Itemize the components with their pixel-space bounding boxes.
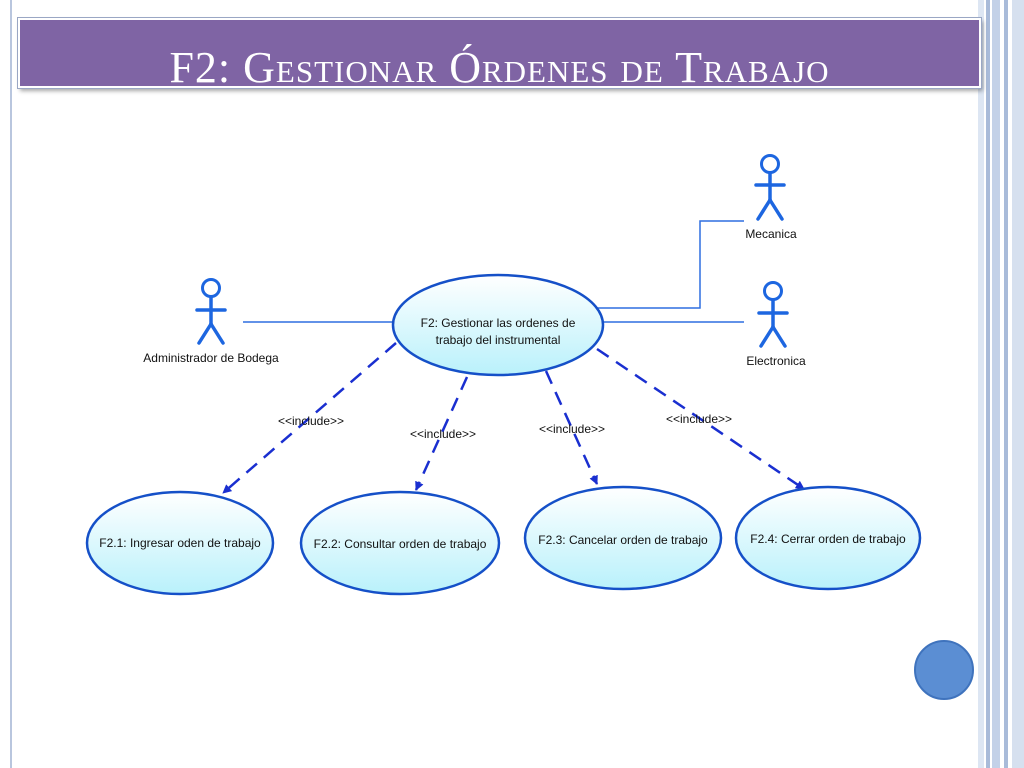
use-case-f21 (85, 490, 275, 596)
right-border-band-outer (1004, 0, 1008, 768)
right-border-band-mid (986, 0, 990, 768)
title-bar: F2: Gestionar Órdenes de Trabajo (18, 18, 981, 92)
use-case-f23 (523, 485, 723, 591)
actor-administrador-icon (195, 278, 227, 345)
include-label-f21: <<include>> (278, 414, 344, 428)
actor-electronica-label: Electronica (746, 354, 806, 368)
right-border-band-light (978, 0, 984, 768)
use-case-f24-label: F2.4: Cerrar orden de trabajo (750, 532, 906, 546)
actor-administrador-label: Administrador de Bodega (143, 351, 279, 365)
use-case-f21-label: F2.1: Ingresar oden de trabajo (99, 536, 261, 550)
actor-electronica-icon (757, 281, 789, 348)
decorative-circle (914, 640, 974, 700)
include-label-f24: <<include>> (666, 412, 732, 426)
include-arrow-f23 (544, 370, 599, 485)
use-case-main (391, 273, 605, 377)
include-arrow-f24 (596, 347, 805, 491)
left-border-line (10, 0, 12, 768)
association-line-mecanica (593, 220, 744, 309)
include-label-f22: <<include>> (410, 427, 476, 441)
use-case-f22 (299, 490, 501, 596)
include-arrow-f21 (222, 342, 397, 494)
use-case-main-line1: F2: Gestionar las ordenes de (421, 316, 576, 330)
include-arrow-f22 (414, 376, 469, 491)
right-border-band-edge (1012, 0, 1024, 768)
use-case-f22-label: F2.2: Consultar orden de trabajo (314, 537, 487, 551)
slide-title: F2: Gestionar Órdenes de Trabajo (169, 43, 830, 92)
use-case-f23-label: F2.3: Cancelar orden de trabajo (538, 533, 708, 547)
actor-mecanica-label: Mecanica (745, 227, 797, 241)
use-case-main-line2: trabajo del instrumental (436, 333, 561, 347)
use-case-f24 (734, 485, 922, 591)
right-border-band-soft (992, 0, 1000, 768)
actor-mecanica-icon (754, 154, 786, 221)
include-label-f23: <<include>> (539, 422, 605, 436)
